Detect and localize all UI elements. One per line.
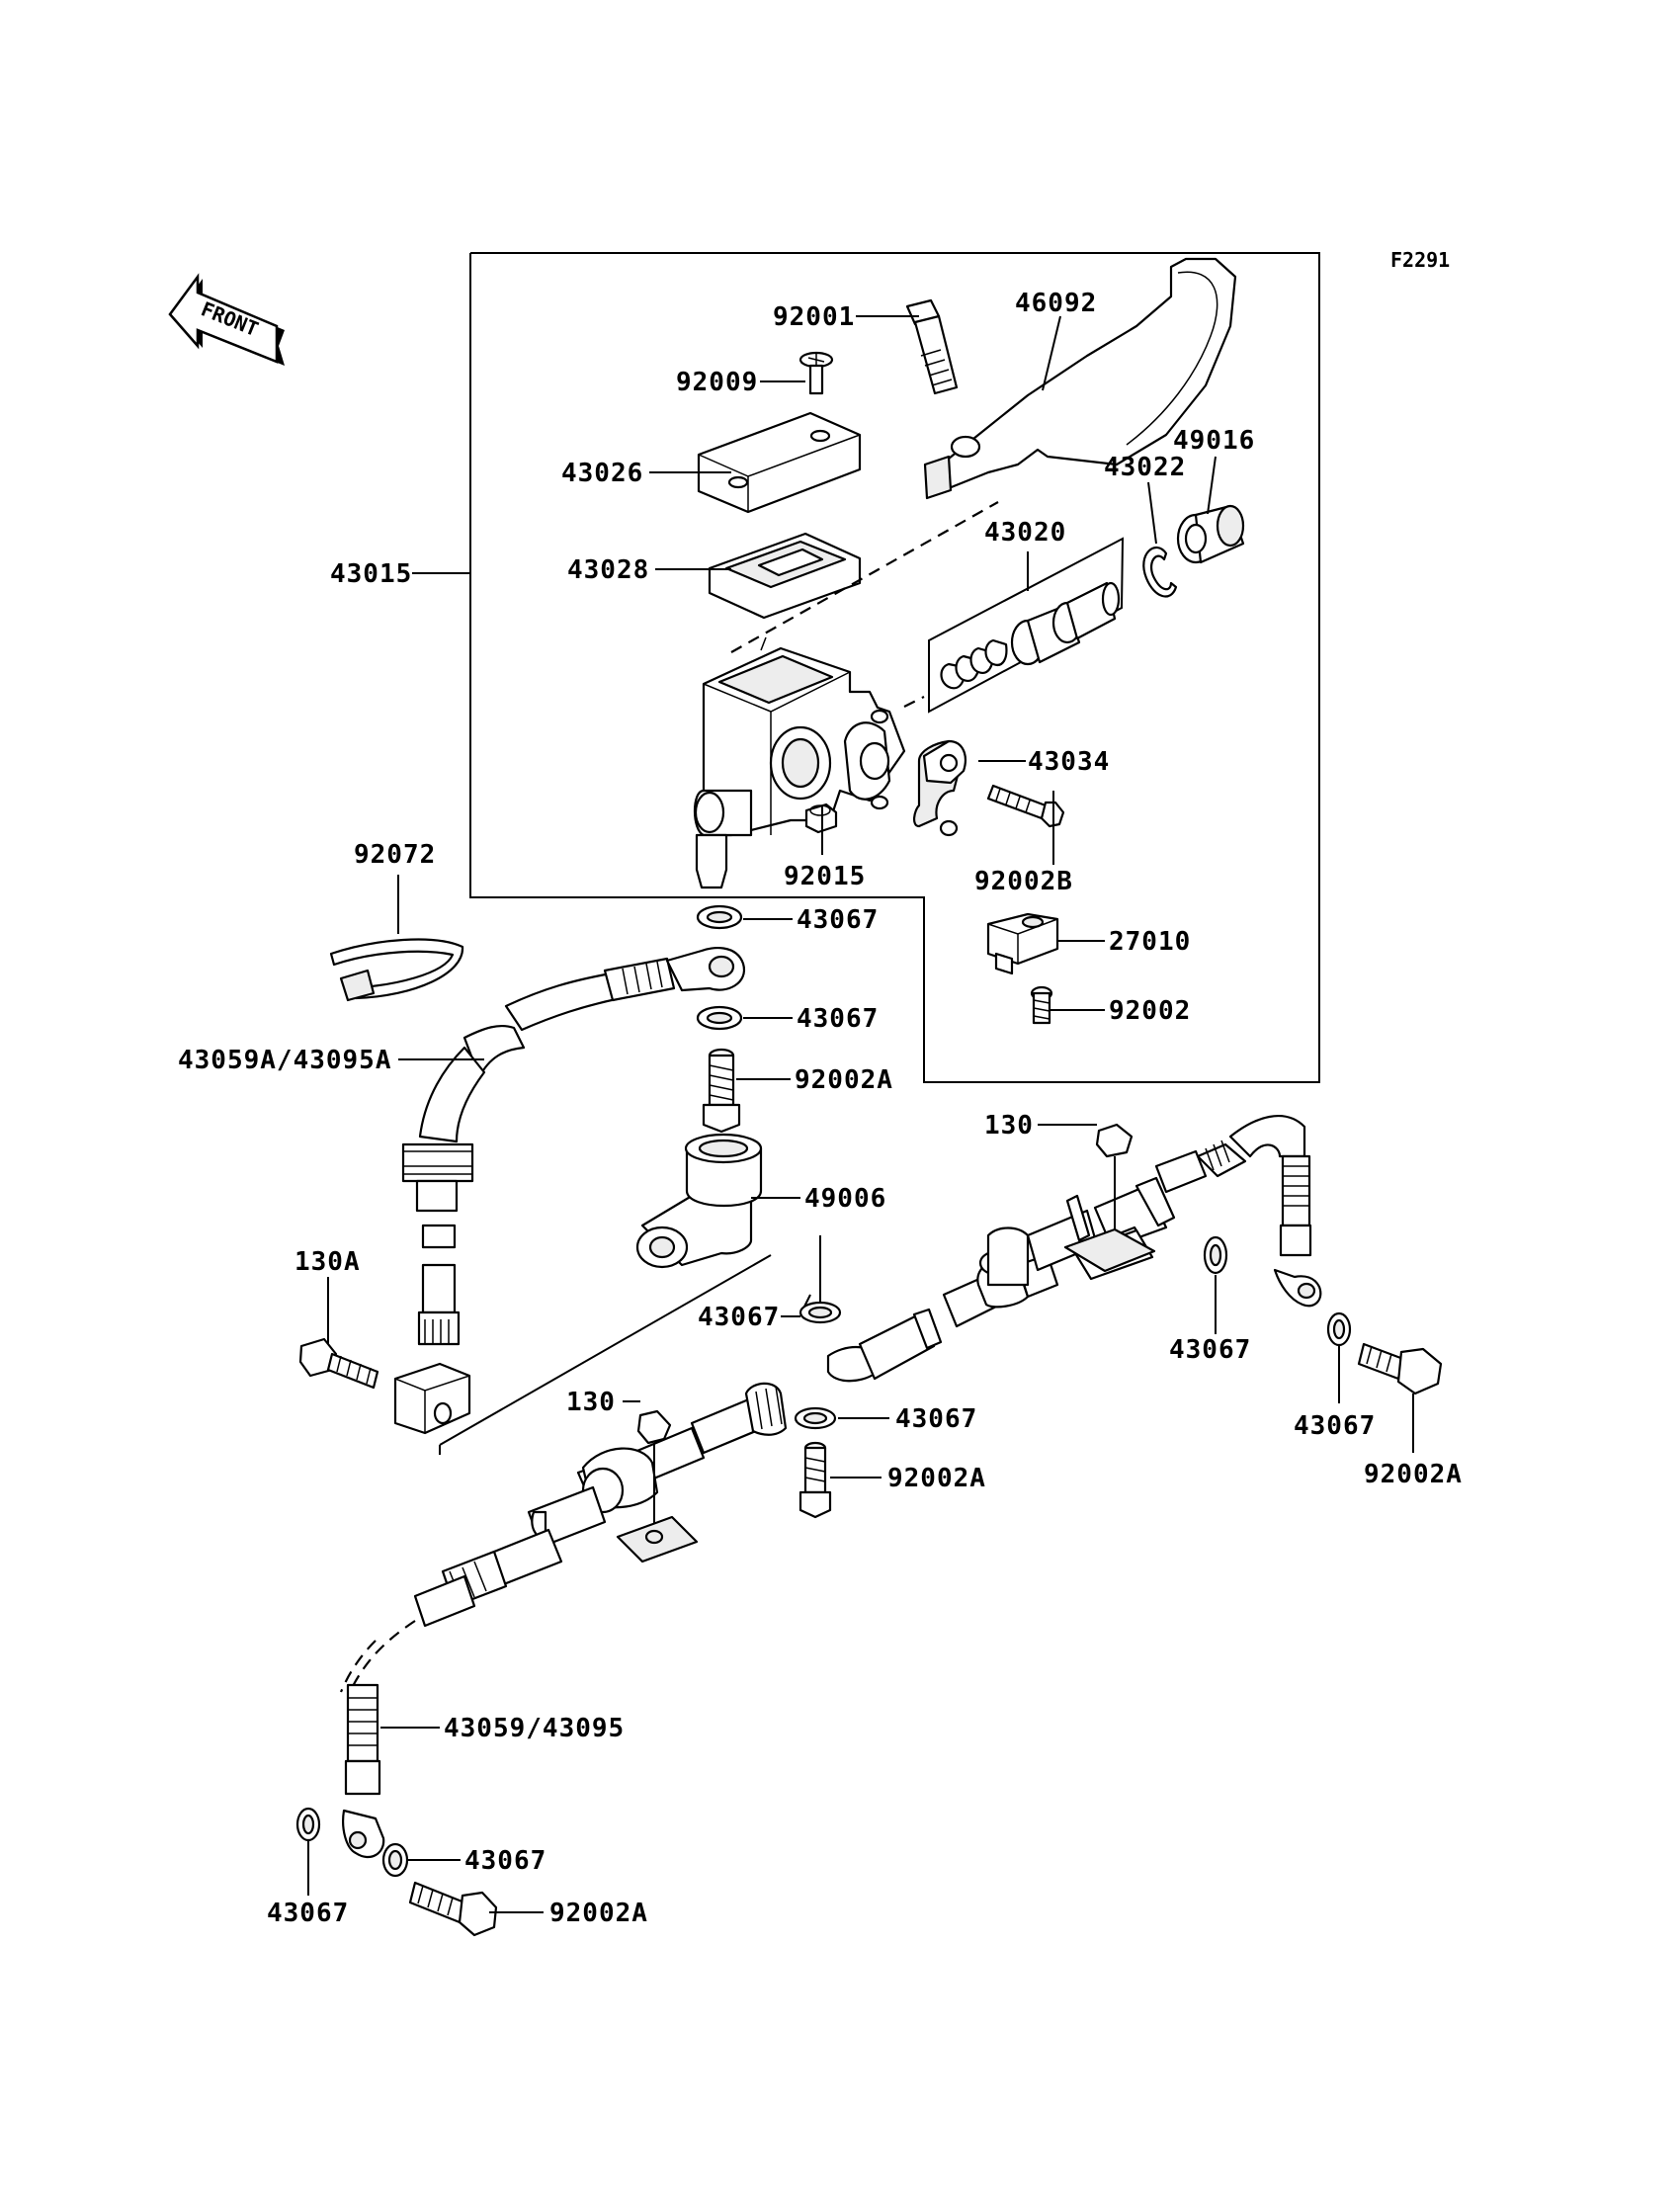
label-43067-bottom1: 43067 bbox=[267, 1899, 349, 1928]
label-43034: 43034 bbox=[1028, 747, 1110, 777]
lower-hose-43059 bbox=[339, 1382, 788, 1859]
label-43067-mid: 43067 bbox=[698, 1303, 780, 1332]
leader-lines bbox=[307, 315, 1414, 1913]
label-130-mid: 130 bbox=[566, 1388, 616, 1417]
label-43022: 43022 bbox=[1104, 453, 1186, 482]
label-92002: 92002 bbox=[1109, 996, 1191, 1026]
label-43026: 43026 bbox=[561, 459, 643, 488]
circlip-43022 bbox=[1142, 547, 1178, 598]
label-43067-right2: 43067 bbox=[1294, 1411, 1376, 1441]
diaphragm-43028 bbox=[708, 532, 862, 620]
label-92002A-mid: 92002A bbox=[887, 1464, 986, 1493]
label-43020: 43020 bbox=[984, 518, 1066, 548]
hose-clamp-right-130 bbox=[1063, 1123, 1156, 1273]
figure-code: F2291 bbox=[1390, 248, 1450, 272]
label-92015: 92015 bbox=[784, 862, 866, 891]
label-92072: 92072 bbox=[354, 840, 436, 870]
assembly-boundary-box bbox=[469, 252, 1320, 1083]
label-92002A-right: 92002A bbox=[1364, 1460, 1463, 1489]
bolt-130A bbox=[298, 1337, 379, 1390]
clamp-43034 bbox=[913, 739, 966, 837]
label-27010: 27010 bbox=[1109, 927, 1191, 957]
label-46092: 46092 bbox=[1015, 289, 1097, 318]
washers-43067-lower bbox=[295, 1807, 409, 1878]
screw-92009 bbox=[798, 351, 834, 395]
label-43067-bottom2: 43067 bbox=[464, 1846, 546, 1876]
brake-lever-46092 bbox=[923, 257, 1237, 500]
label-43067-top1: 43067 bbox=[797, 905, 879, 935]
hose-43059A bbox=[393, 946, 746, 1435]
label-49006: 49006 bbox=[804, 1184, 886, 1214]
label-43059-43095: 43059/43095 bbox=[444, 1714, 625, 1743]
brake-switch-27010 bbox=[986, 912, 1059, 975]
bolt-92002B bbox=[986, 784, 1065, 828]
label-43067-right: 43067 bbox=[1169, 1335, 1251, 1365]
washers-43067-mid bbox=[794, 1235, 1352, 1430]
label-43067-top2: 43067 bbox=[797, 1004, 879, 1034]
front-direction-arrow: FRONT bbox=[168, 273, 285, 366]
screw-92002 bbox=[1030, 985, 1053, 1025]
label-43028: 43028 bbox=[567, 555, 649, 585]
bolt-92002A-upper bbox=[702, 1048, 741, 1134]
label-49016: 49016 bbox=[1173, 426, 1255, 456]
label-43059A-43095A: 43059A/43095A bbox=[178, 1046, 392, 1075]
cylinder-body bbox=[694, 501, 999, 889]
label-43015: 43015 bbox=[330, 559, 412, 589]
joint-49006 bbox=[635, 1133, 763, 1269]
label-130-right: 130 bbox=[984, 1111, 1034, 1141]
label-92002A-bottom: 92002A bbox=[549, 1899, 648, 1928]
bolt-92002A-lower bbox=[408, 1881, 498, 1937]
piston-kit-43020 bbox=[928, 537, 1125, 714]
label-130A: 130A bbox=[294, 1247, 361, 1277]
label-92009: 92009 bbox=[676, 368, 758, 397]
label-92002B: 92002B bbox=[974, 867, 1073, 896]
boot-49016 bbox=[1176, 504, 1245, 564]
label-92001: 92001 bbox=[773, 302, 855, 332]
reservoir-cap-43026 bbox=[697, 411, 862, 514]
bolt-92002A-right bbox=[1357, 1342, 1443, 1395]
bolt-92002A-mid bbox=[798, 1441, 832, 1519]
label-43067-low: 43067 bbox=[895, 1404, 977, 1434]
label-92002A-top: 92002A bbox=[795, 1065, 893, 1095]
bolt-92001 bbox=[905, 298, 959, 395]
washers-43067-upper bbox=[696, 904, 743, 1031]
hose-band-92072 bbox=[329, 938, 464, 1002]
